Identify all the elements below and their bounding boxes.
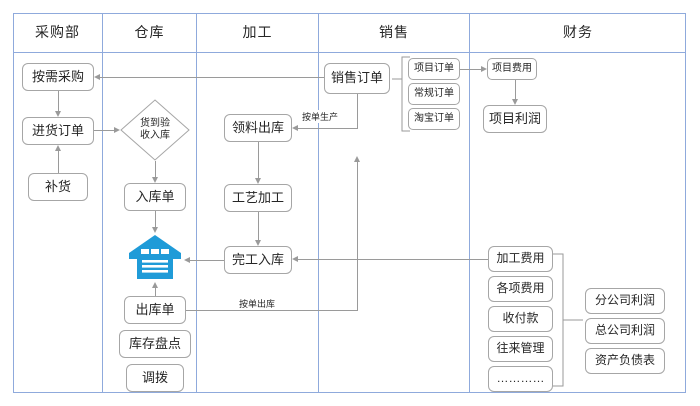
arrow-down-warehouse [151,227,158,233]
node-group-profit[interactable]: 总公司利润 [585,318,665,344]
lane-divider-2 [196,13,197,393]
lane-title-purchasing: 采购部 [35,24,80,40]
edge-sales-order-down-produce [357,94,358,128]
edge-purchase-order-to-check [94,130,114,131]
arrow-left-material-issue [292,125,298,131]
arrow-up-sales-order [353,156,360,162]
diamond-shape [120,99,190,161]
edge-material-to-process [258,142,259,178]
node-material-issue[interactable]: 领料出库 [224,114,292,142]
goods-arrival-check-line1: 货到验 [140,117,170,129]
arrow-left-finish-inbound [292,256,298,262]
node-branch-profit[interactable]: 分公司利润 [585,288,665,314]
arrow-down-purchase-order [54,111,61,117]
node-project-cost[interactable]: 项目费用 [487,58,537,80]
edge-check-to-inbound [155,161,156,177]
arrow-right-check [114,127,120,133]
edge-produce-to-material-issue [298,128,358,129]
arrow-down-inbound-order [151,177,158,183]
lane-divider-1 [102,13,103,393]
lane-title-processing: 加工 [242,24,273,40]
edge-purchase-demand-to-order [58,91,59,111]
swimlane-frame [13,13,686,393]
lane-divider-3 [318,13,319,393]
edge-replenish-to-purchase-order [58,151,59,173]
finance-cost-bracket [553,250,585,390]
edge-finish-to-warehouse [190,260,224,261]
arrow-right-project-cost [481,66,487,72]
arrow-down-project-profit [511,99,518,105]
lane-title-finance: 财务 [563,24,593,40]
lane-title-warehouse: 仓库 [134,24,165,40]
arrow-left-purchase-demand [94,74,100,80]
node-purchase-order[interactable]: 进货订单 [22,117,94,145]
lane-header-divider [13,52,686,53]
edge-label-produce-by-order: 按单生产 [300,110,341,123]
edge-label-outbound-by-order: 按单出库 [237,297,278,310]
arrow-up-purchase-order [54,145,61,151]
arrow-left-warehouse [184,257,190,263]
edge-outbound-by-order-v [357,162,358,310]
node-balance-sheet[interactable]: 资产负债表 [585,348,665,374]
node-more-ellipsis[interactable]: ………… [488,366,553,392]
node-stock-count[interactable]: 库存盘点 [119,330,191,358]
goods-arrival-check-label: 货到验 收入库 [120,99,190,161]
edge-processing-cost-to-finish [298,259,488,260]
node-sales-order[interactable]: 销售订单 [324,63,390,94]
node-receipt-payment[interactable]: 收付款 [488,306,553,332]
node-processing-cost[interactable]: 加工费用 [488,246,553,272]
node-project-profit[interactable]: 项目利润 [483,105,547,133]
lane-divider-4 [469,13,470,393]
node-taobao-order[interactable]: 淘宝订单 [408,108,460,130]
node-project-order[interactable]: 项目订单 [408,58,460,80]
edge-outbound-by-order-h [186,310,358,311]
lane-title-sales: 销售 [379,24,409,40]
node-outbound-order[interactable]: 出库单 [124,296,186,324]
edge-process-to-finish [258,212,259,240]
edge-inbound-to-warehouse [155,211,156,227]
node-various-cost[interactable]: 各项费用 [488,276,553,302]
node-purchase-on-demand[interactable]: 按需采购 [22,63,94,91]
arrow-down-process-work [254,178,261,184]
arrow-down-finish-inbound [254,240,261,246]
node-regular-order[interactable]: 常规订单 [408,83,460,105]
node-transfer[interactable]: 调拨 [126,364,184,392]
goods-arrival-check-line2: 收入库 [140,130,170,141]
node-process-work[interactable]: 工艺加工 [224,184,292,212]
edge-project-cost-to-profit [515,80,516,99]
edge-sales-order-to-purchase-demand [100,77,324,78]
arrow-up-warehouse [151,282,158,288]
sales-order-bracket [390,53,412,135]
edge-project-order-to-cost [460,69,481,70]
warehouse-icon [127,233,183,281]
edge-outbound-to-warehouse [155,288,156,296]
node-transaction-mgmt[interactable]: 往来管理 [488,336,553,362]
node-finish-inbound[interactable]: 完工入库 [224,246,292,274]
node-inbound-order[interactable]: 入库单 [124,183,186,211]
node-replenish[interactable]: 补货 [28,173,88,201]
node-goods-arrival-check[interactable]: 货到验 收入库 [120,99,190,161]
